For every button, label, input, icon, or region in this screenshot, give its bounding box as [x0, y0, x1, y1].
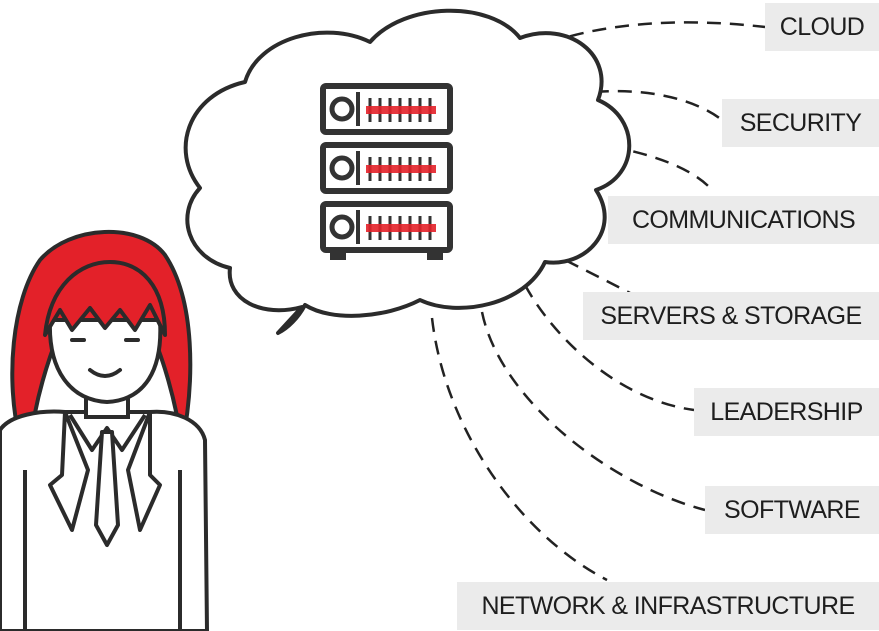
server-unit	[320, 201, 453, 253]
person-illustration	[0, 229, 209, 631]
topic-label-communications: COMMUNICATIONS	[608, 196, 879, 244]
topic-label-servers-storage: SERVERS & STORAGE	[583, 292, 879, 340]
connector-communications	[587, 141, 713, 191]
connector-software	[480, 311, 706, 512]
topic-label-network-infrastructure: NETWORK & INFRASTRUCTURE	[457, 582, 879, 630]
server-rack-icon	[320, 83, 453, 260]
connector-security	[571, 89, 723, 121]
face	[47, 318, 163, 405]
lapel-right	[126, 410, 162, 532]
server-unit	[320, 142, 453, 194]
topic-label-leadership: LEADERSHIP	[694, 388, 879, 436]
tie	[94, 430, 120, 547]
bangs	[43, 260, 167, 337]
connector-cloud	[547, 21, 766, 45]
topic-label-software: SOFTWARE	[705, 486, 879, 534]
connector-network	[430, 317, 608, 582]
smile	[88, 368, 122, 378]
topic-label-security: SECURITY	[722, 99, 879, 147]
lapel-left	[48, 410, 90, 532]
connector-leadership	[523, 284, 695, 412]
topic-label-cloud: CLOUD	[765, 3, 879, 51]
server-unit	[320, 83, 453, 135]
